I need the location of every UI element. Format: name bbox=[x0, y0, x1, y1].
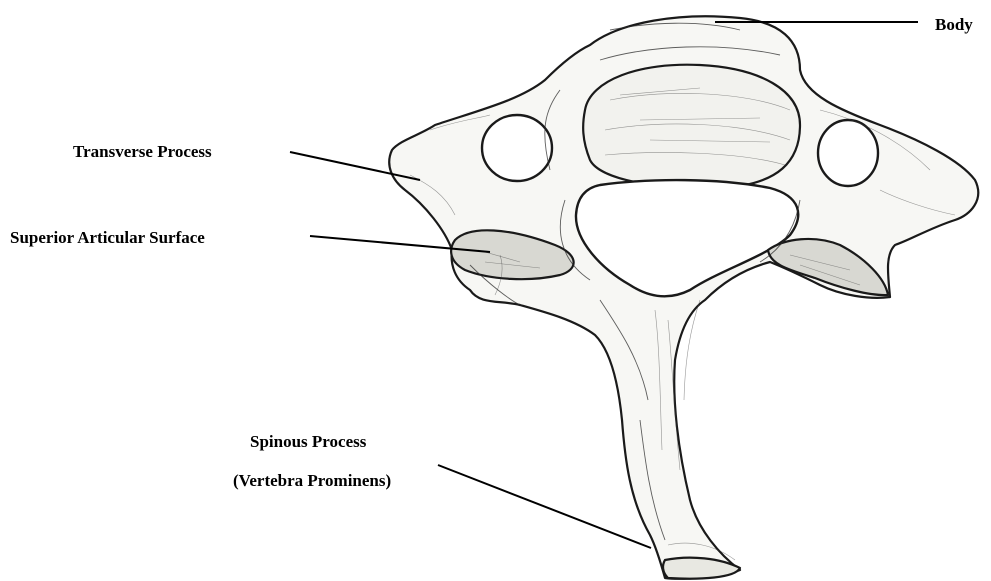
vertebra-illustration bbox=[389, 16, 978, 578]
label-spinous-process: Spinous Process bbox=[250, 432, 366, 452]
label-superior-articular-surface: Superior Articular Surface bbox=[10, 228, 205, 248]
label-vertebra-prominens: (Vertebra Prominens) bbox=[233, 471, 391, 491]
body-surface bbox=[583, 65, 800, 189]
right-transverse-foramen bbox=[818, 120, 878, 186]
label-body: Body bbox=[935, 15, 973, 35]
left-transverse-foramen bbox=[482, 115, 552, 181]
leader-line-spinous bbox=[438, 465, 651, 548]
label-transverse-process: Transverse Process bbox=[73, 142, 212, 162]
